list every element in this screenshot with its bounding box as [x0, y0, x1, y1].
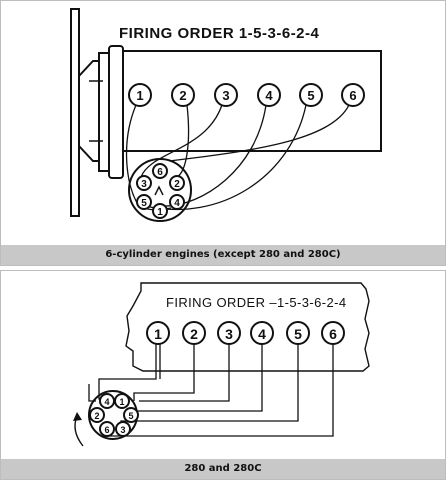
distributor-terminal-label: 6	[157, 167, 163, 178]
cylinder-3-label: 3	[222, 88, 229, 103]
cylinder-1-terminal	[128, 83, 152, 107]
distributor-terminal-label: 2	[94, 411, 99, 421]
cylinder-3-terminal	[214, 83, 238, 107]
cylinder-2-label: 2	[179, 88, 186, 103]
caption-bottom: 280 and 280C	[1, 459, 445, 479]
cylinder-3-label: 3	[225, 326, 233, 342]
cylinder-terminals: 1 2 3 4 5 6	[146, 321, 345, 345]
engine-block	[122, 50, 382, 152]
cylinder-4-label: 4	[265, 88, 273, 103]
rotation-arrow-icon	[154, 185, 164, 196]
cylinder-5-label: 5	[307, 88, 314, 103]
firing-order-title: FIRING ORDER 1-5-3-6-2-4	[119, 25, 320, 42]
cylinder-5-terminal	[299, 83, 323, 107]
cylinder-4-label: 4	[258, 326, 266, 342]
distributor-terminal-label: 3	[141, 179, 147, 190]
distributor-terminal-label: 5	[141, 198, 147, 209]
firing-order-diagram-bottom: FIRING ORDER –1-5-3-6-2-4 1 2 3 4 5 6	[73, 282, 370, 447]
cylinder-5-label: 5	[294, 326, 302, 342]
cylinder-4-terminal	[257, 83, 281, 107]
diagram-panel-top: FIRING ORDER 1-5-3-6-2-4 1 2 3 4 5 6	[0, 0, 446, 266]
cylinder-terminals: 1 2 3 4 5 6	[128, 83, 365, 107]
distributor-terminal-label: 4	[174, 198, 180, 209]
firing-order-title: FIRING ORDER –1-5-3-6-2-4	[166, 295, 346, 310]
fan-blade	[70, 8, 80, 217]
distributor-cap: 6 2 4 1 5 3	[128, 158, 192, 222]
diagram-panel-bottom: FIRING ORDER –1-5-3-6-2-4 1 2 3 4 5 6	[0, 270, 446, 480]
cylinder-2-label: 2	[190, 326, 198, 342]
cylinder-6-label: 6	[349, 88, 356, 103]
cylinder-6-label: 6	[329, 326, 337, 342]
cylinder-1-label: 1	[154, 326, 162, 342]
distributor-terminal-label: 6	[104, 425, 109, 435]
distributor-terminal-label: 2	[174, 179, 180, 190]
cylinder-6-terminal	[341, 83, 365, 107]
cylinder-1-terminal	[146, 321, 170, 345]
cylinder-1-label: 1	[136, 88, 143, 103]
distributor-terminal-label: 5	[128, 411, 133, 421]
spark-plug-wires	[125, 104, 350, 211]
distributor-terminal-label: 3	[120, 425, 125, 435]
caption-top: 6-cylinder engines (except 280 and 280C)	[1, 245, 445, 265]
cylinder-2-terminal	[171, 83, 195, 107]
engine-outline	[125, 282, 370, 372]
rotation-arrow-icon	[73, 412, 84, 447]
distributor-terminal-label: 4	[104, 397, 109, 407]
distributor-cap: 4 1 5 3 6 2	[88, 390, 139, 440]
distributor-terminal-label: 1	[157, 207, 163, 218]
distributor-terminal-label: 1	[119, 397, 124, 407]
firing-order-diagram-top: FIRING ORDER 1-5-3-6-2-4 1 2 3 4 5 6	[70, 8, 382, 222]
pulley-assembly	[78, 45, 124, 179]
